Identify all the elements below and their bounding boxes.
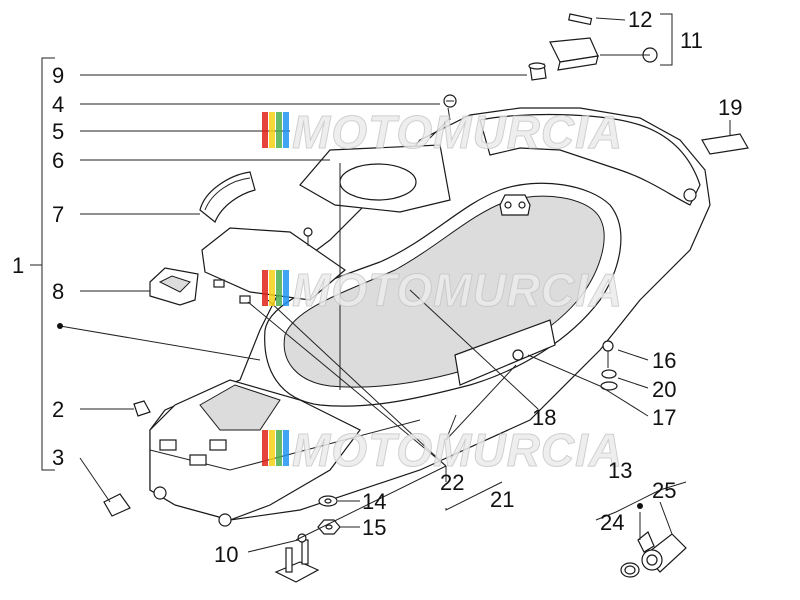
screw-4	[443, 94, 457, 108]
callout-10: 10	[214, 542, 238, 567]
callout-20: 20	[652, 377, 676, 402]
clip-3	[103, 493, 131, 517]
connector-dot-13	[637, 503, 643, 509]
clip-2	[133, 400, 151, 417]
watermark-top: MOTOMURCIA	[262, 106, 623, 159]
screw-16	[602, 340, 614, 368]
callout-18: 18	[532, 405, 556, 430]
washer-14	[318, 495, 338, 507]
callout-numbers: 1 2 3 4 5 6 7 8 9 10 11 12 13 14 15 16 1…	[12, 7, 742, 567]
callout-14: 14	[362, 489, 386, 514]
callout-16: 16	[652, 348, 676, 373]
cap-19	[701, 133, 749, 155]
connector-assembly	[620, 531, 687, 578]
small-box-part	[149, 267, 199, 306]
pin-12	[568, 13, 593, 26]
washer-20	[600, 369, 618, 391]
callout-21: 21	[490, 487, 514, 512]
rubber-block	[549, 37, 658, 71]
screw-tray	[303, 227, 313, 246]
group-1-bracket	[30, 57, 55, 471]
connector-dot	[57, 323, 63, 329]
lamp-cover-plate	[299, 144, 451, 213]
bracket-10	[274, 533, 320, 583]
callout-4: 4	[52, 92, 64, 117]
callout-7: 7	[52, 202, 64, 227]
watermark-brand-bottom: MOTOMURCIA	[292, 424, 623, 476]
watermark-middle: MOTOMURCIA	[262, 264, 623, 317]
callout-12: 12	[628, 7, 652, 32]
helmet-compartment-body	[149, 107, 711, 527]
watermark-bottom: MOTOMURCIA	[262, 424, 623, 477]
callout-11: 11	[680, 28, 703, 53]
callout-13: 13	[608, 458, 632, 483]
gasket-ring	[199, 171, 256, 223]
callout-24: 24	[600, 510, 624, 535]
callout-19: 19	[718, 95, 742, 120]
callout-8: 8	[52, 279, 64, 304]
bolt-9	[528, 62, 547, 81]
callout-5: 5	[52, 119, 64, 144]
under-seat-tray	[201, 227, 346, 304]
callout-6: 6	[52, 148, 64, 173]
callout-1: 1	[12, 253, 24, 278]
callout-25: 25	[652, 478, 676, 503]
callout-17: 17	[652, 405, 676, 430]
callout-15: 15	[362, 515, 386, 540]
watermark-brand-top: MOTOMURCIA	[292, 106, 623, 158]
callout-3: 3	[52, 445, 64, 470]
leader-lines	[57, 13, 731, 553]
callout-2: 2	[52, 397, 64, 422]
callout-22: 22	[440, 470, 464, 495]
callout-9: 9	[52, 63, 64, 88]
watermark-brand-middle: MOTOMURCIA	[292, 264, 623, 316]
